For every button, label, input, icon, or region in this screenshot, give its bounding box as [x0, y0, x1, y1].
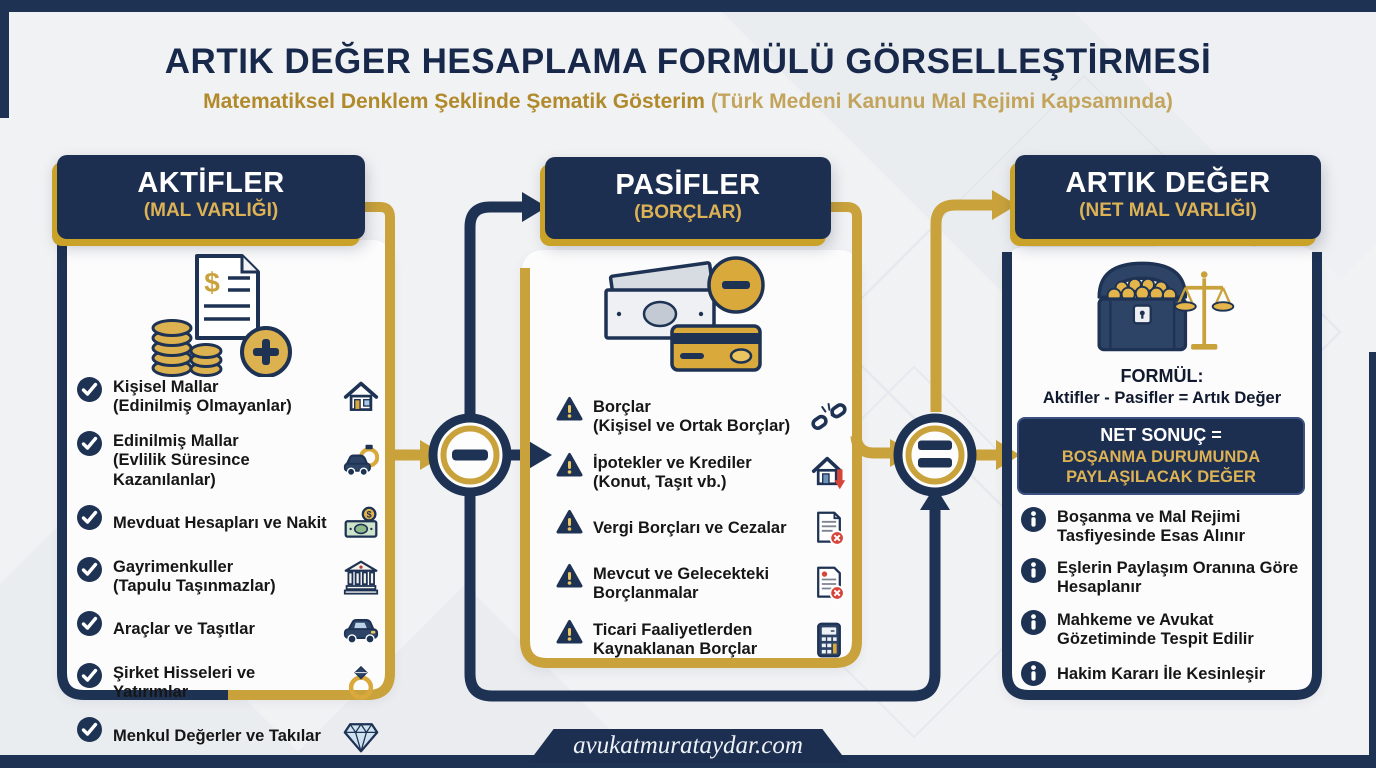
pasifler-subtitle: (BORÇLAR): [634, 201, 742, 223]
subtitle-main: Matematiksel Denklem Şeklinde Şematik Gö…: [203, 90, 705, 113]
document-coins-plus-icon: $: [142, 252, 302, 382]
top-edge-bar: [0, 0, 1376, 12]
calculator-icon: [810, 622, 848, 658]
gold-arrow-to-minus: [392, 440, 445, 470]
treasure-chest-scales-icon: [1086, 250, 1238, 367]
left-edge-bar: [0, 10, 9, 118]
page-title: ARTIK DEĞER HESAPLAMA FORMÜLÜ GÖRSELLEŞT…: [164, 42, 1212, 81]
bank-icon: [342, 559, 380, 595]
net-result-box: NET SONUÇ = BOŞANMA DURUMUNDA PAYLAŞILAC…: [1017, 417, 1305, 495]
list-item: Hakim Kararı İle Kesinleşir: [1020, 660, 1308, 687]
net-result-title: NET SONUÇ =: [1100, 425, 1222, 446]
subtitle-paren: (Türk Medeni Kanunu Mal Rejimi Kapsamınd…: [704, 90, 1173, 113]
list-item: Menkul Değerler ve Takılar: [76, 716, 380, 754]
pasifler-list: Borçlar(Kişisel ve Ortak Borçlar) İpotek…: [556, 396, 848, 659]
list-item: Mevduat Hesapları ve Nakit $: [76, 504, 380, 542]
right-edge-bar: [1369, 352, 1376, 768]
aktifler-header: AKTİFLER (MAL VARLIĞI): [57, 155, 365, 239]
document-x-icon: [810, 566, 848, 602]
warning-triangle-icon: [556, 563, 583, 590]
check-circle-icon: [76, 610, 103, 637]
artik-deger-subtitle: (NET MAL VARLIĞI): [1079, 199, 1257, 221]
formula-label: FORMÜL:: [1120, 366, 1204, 386]
check-circle-icon: [76, 556, 103, 583]
list-item: Kişisel Mallar(Edinilmiş Olmayanlar): [76, 376, 380, 416]
artik-deger-title: ARTIK DEĞER: [1065, 167, 1271, 199]
svg-text:$: $: [367, 509, 372, 519]
cash-icon: $: [342, 506, 380, 542]
page-subtitle: Matematiksel Denklem Şeklinde Şematik Gö…: [0, 90, 1376, 114]
list-item: Borçlar(Kişisel ve Ortak Borçlar): [556, 396, 848, 436]
artik-deger-header: ARTIK DEĞER (NET MAL VARLIĞI): [1015, 155, 1321, 239]
check-circle-icon: [76, 504, 103, 531]
list-item: Edinilmiş Mallar(Evlilik Süresince Kazan…: [76, 430, 380, 489]
list-item: Vergi Borçları ve Cezalar: [556, 509, 848, 547]
warning-triangle-icon: [556, 396, 583, 423]
net-result-line1: BOŞANMA DURUMUNDA: [1061, 447, 1261, 466]
aktifler-list: Kişisel Mallar(Edinilmiş Olmayanlar) Edi…: [76, 376, 380, 754]
check-circle-icon: [76, 662, 103, 689]
pasifler-title: PASİFLER: [615, 169, 761, 201]
ring-icon: [342, 665, 380, 701]
diamond-icon: [342, 718, 380, 754]
warning-triangle-icon: [556, 619, 583, 646]
net-result-line2: PAYLAŞILACAK DEĞER: [1066, 468, 1256, 487]
list-item: İpotekler ve Krediler(Konut, Taşıt vb.): [556, 452, 848, 492]
equals-operator-icon: [893, 413, 977, 497]
check-circle-icon: [76, 430, 103, 457]
document-x-icon: [810, 511, 848, 547]
info-circle-icon: [1020, 609, 1047, 636]
info-circle-icon: [1020, 506, 1047, 533]
pasifler-header: PASİFLER (BORÇLAR): [545, 157, 831, 239]
car-ring-icon: [342, 443, 380, 479]
aktifler-title: AKTİFLER: [137, 167, 285, 199]
svg-text:$: $: [204, 267, 220, 298]
house-down-icon: [810, 455, 848, 491]
check-circle-icon: [76, 376, 103, 403]
minus-operator-icon: [428, 413, 512, 497]
aktifler-subtitle: (MAL VARLIĞI): [143, 199, 279, 221]
broken-chain-icon: [810, 399, 848, 435]
gold-arrow-to-equals: [850, 435, 914, 467]
formula-block: FORMÜL: Aktifler - Pasifler = Artık Değe…: [1007, 366, 1317, 408]
formula-text: Aktifler - Pasifler = Artık Değer: [1042, 389, 1282, 407]
warning-triangle-icon: [556, 509, 583, 536]
list-item: Şirket Hisseleri ve Yatırımlar: [76, 662, 380, 702]
car-icon: [342, 612, 380, 648]
list-item: Gayrimenkuller(Tapulu Taşınmazlar): [76, 556, 380, 596]
check-circle-icon: [76, 716, 103, 743]
list-item: Araçlar ve Taşıtlar: [76, 610, 380, 648]
money-card-minus-icon: [598, 252, 778, 379]
footer-website-link[interactable]: avukatmurataydar.com: [528, 729, 848, 763]
house-icon: [342, 379, 380, 415]
info-circle-icon: [1020, 557, 1047, 584]
warning-triangle-icon: [556, 452, 583, 479]
info-circle-icon: [1020, 660, 1047, 687]
